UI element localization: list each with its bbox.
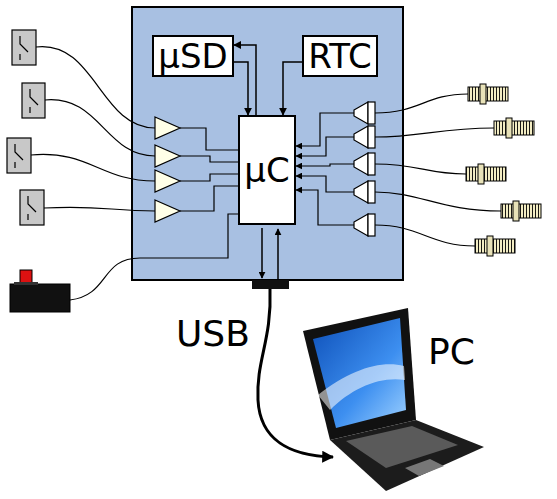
enclosure bbox=[132, 7, 403, 280]
laptop-screen bbox=[313, 318, 406, 428]
screen-glare bbox=[318, 364, 405, 410]
switches bbox=[7, 30, 45, 225]
connector-symbol bbox=[368, 153, 375, 175]
component-box: µSD bbox=[152, 35, 234, 77]
buffer-symbol bbox=[155, 170, 180, 192]
laptop-keyboard bbox=[346, 426, 458, 468]
switch-wires bbox=[31, 47, 155, 211]
connector-symbol bbox=[354, 214, 368, 236]
sensor-nut bbox=[480, 84, 486, 104]
wire bbox=[296, 164, 354, 166]
switch bbox=[12, 30, 36, 65]
connector-symbol bbox=[368, 214, 375, 236]
signal-line bbox=[283, 62, 302, 115]
component-box: RTC bbox=[302, 35, 378, 77]
sensor bbox=[475, 239, 515, 253]
input-buffers bbox=[155, 117, 180, 222]
component-name: µSD bbox=[158, 39, 227, 73]
sensor bbox=[466, 167, 506, 181]
wire bbox=[375, 128, 494, 137]
sensor bbox=[494, 121, 534, 135]
wire bbox=[180, 156, 245, 162]
component-name: µC bbox=[244, 153, 289, 187]
wire bbox=[45, 100, 155, 156]
buffer-wires bbox=[180, 128, 245, 211]
connector-symbol bbox=[368, 181, 375, 203]
signal-line bbox=[234, 45, 256, 115]
sensor-wires bbox=[375, 94, 501, 246]
switch-symbol bbox=[28, 196, 36, 220]
button-collar bbox=[14, 282, 38, 285]
switch bbox=[20, 190, 44, 225]
connector-symbol bbox=[354, 153, 368, 175]
sensor-nut bbox=[478, 164, 484, 184]
laptop-touchpad bbox=[405, 459, 444, 476]
sensor-nut bbox=[513, 201, 519, 221]
laptop-lid bbox=[303, 308, 416, 440]
sensor-connectors bbox=[354, 102, 375, 236]
wire bbox=[296, 137, 354, 156]
usb-data-in bbox=[277, 229, 279, 280]
connector-symbol bbox=[354, 126, 368, 148]
wire bbox=[375, 164, 466, 174]
wire bbox=[180, 174, 245, 181]
proximity-sensors bbox=[466, 84, 541, 256]
sensor bbox=[501, 204, 541, 218]
wire bbox=[375, 94, 468, 113]
wire bbox=[296, 113, 354, 146]
sensor bbox=[468, 87, 508, 101]
button-wire bbox=[70, 214, 245, 300]
wire bbox=[180, 186, 245, 211]
switch bbox=[22, 83, 45, 118]
sensor-nut bbox=[487, 236, 493, 256]
connector-symbol bbox=[368, 102, 375, 124]
buffer-symbol bbox=[155, 145, 180, 167]
connector-symbol bbox=[354, 181, 368, 203]
connector-symbol bbox=[368, 126, 375, 148]
switch-symbol bbox=[30, 89, 38, 113]
usb-port bbox=[252, 280, 289, 289]
wire bbox=[44, 207, 155, 211]
switch bbox=[7, 138, 31, 173]
connector-wires bbox=[296, 113, 354, 225]
wire bbox=[296, 190, 354, 225]
interface-label: USB bbox=[176, 316, 250, 352]
buffer-symbol bbox=[155, 200, 180, 222]
wire bbox=[180, 128, 245, 150]
sensor-nut bbox=[506, 118, 512, 138]
wire bbox=[36, 47, 155, 128]
button-body bbox=[10, 284, 70, 312]
laptop bbox=[303, 308, 484, 491]
device-label: PC bbox=[428, 334, 475, 370]
wire bbox=[375, 192, 501, 211]
wire bbox=[375, 225, 475, 246]
switch-symbol bbox=[15, 144, 23, 168]
buffer-symbol bbox=[155, 117, 180, 139]
usb-data-out bbox=[261, 228, 263, 278]
laptop-base bbox=[330, 420, 484, 491]
button-cap bbox=[20, 270, 32, 283]
switch-symbol bbox=[20, 36, 28, 60]
connector-symbol bbox=[354, 102, 368, 124]
wire bbox=[31, 154, 155, 181]
signal-line bbox=[234, 62, 248, 115]
component-box: µC bbox=[238, 115, 296, 225]
push-button bbox=[10, 270, 70, 312]
component-name: RTC bbox=[308, 39, 372, 73]
